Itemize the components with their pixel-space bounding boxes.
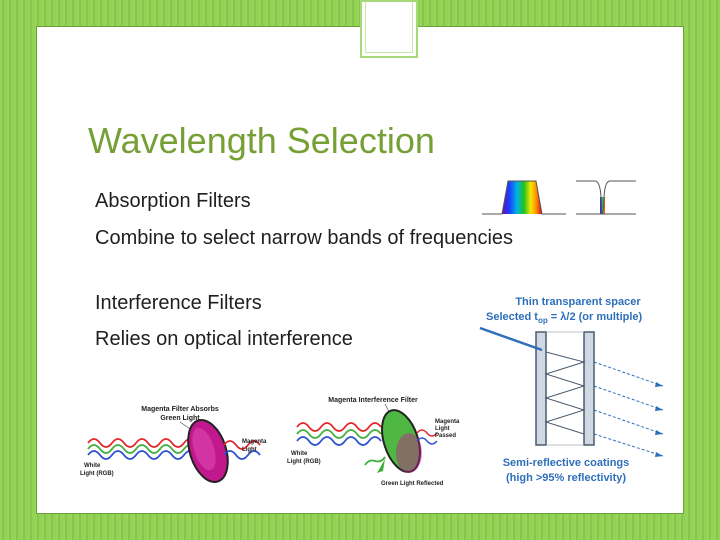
spectrum-bands-figure [480, 175, 640, 220]
spacer-diagram: Thin transparent spacer Selected top = λ… [478, 290, 678, 490]
absorption-description: Combine to select narrow bands of freque… [95, 227, 514, 249]
coating-plates [535, 331, 595, 446]
interference-input-line2: Light (RGB) [287, 459, 321, 465]
interference-description: Relies on optical interference [95, 328, 353, 350]
incoming-waves [296, 422, 382, 446]
absorption-output-line2: Light [242, 447, 257, 453]
coating-label-line2: (high >95% reflectivity) [506, 472, 626, 484]
decorative-tab [360, 0, 418, 58]
coating-label-line1: Semi-reflective coatings [503, 457, 630, 469]
reflected-label: Green Light Reflected [381, 481, 444, 487]
absorption-input-line2: Light (RGB) [80, 471, 114, 477]
slide-title: Wavelength Selection [88, 120, 435, 161]
notch-curve [576, 180, 636, 215]
spacer-label-line1: Thin transparent spacer [515, 296, 641, 308]
absorption-heading: Absorption Filters [95, 190, 251, 212]
incident-ray [479, 326, 543, 352]
passed-label-line2: Light [435, 426, 450, 432]
bandpass-curve [482, 180, 566, 215]
absorption-output-line1: Magenta [242, 439, 267, 445]
interference-input-line1: White [291, 451, 308, 457]
green-filter-disc [381, 409, 422, 473]
passed-waves [416, 429, 438, 445]
absorption-title-line2: Green Light [160, 415, 200, 422]
absorption-input-line1: White [84, 463, 101, 469]
magenta-filter-disc [187, 419, 229, 483]
passed-label-line3: Passed [435, 433, 456, 439]
transmitted-rays [593, 361, 664, 457]
interference-filter-diagram: Magenta Interference Filter Magenta Ligh… [285, 387, 470, 492]
interference-heading: Interference Filters [95, 292, 262, 314]
incoming-waves [87, 438, 197, 460]
spacer-label-line2: Selected top = λ/2 (or multiple) [486, 311, 643, 325]
internal-reflections [544, 351, 586, 435]
absorption-filter-diagram: Magenta Filter Absorbs Green Light Magen… [80, 395, 290, 495]
reflected-green-wave [364, 456, 386, 473]
outgoing-waves [223, 440, 261, 460]
interference-title: Magenta Interference Filter [328, 397, 418, 404]
absorption-title-line1: Magenta Filter Absorbs [141, 406, 219, 413]
passed-label-line1: Magenta [435, 419, 460, 425]
slide-card [36, 26, 684, 514]
